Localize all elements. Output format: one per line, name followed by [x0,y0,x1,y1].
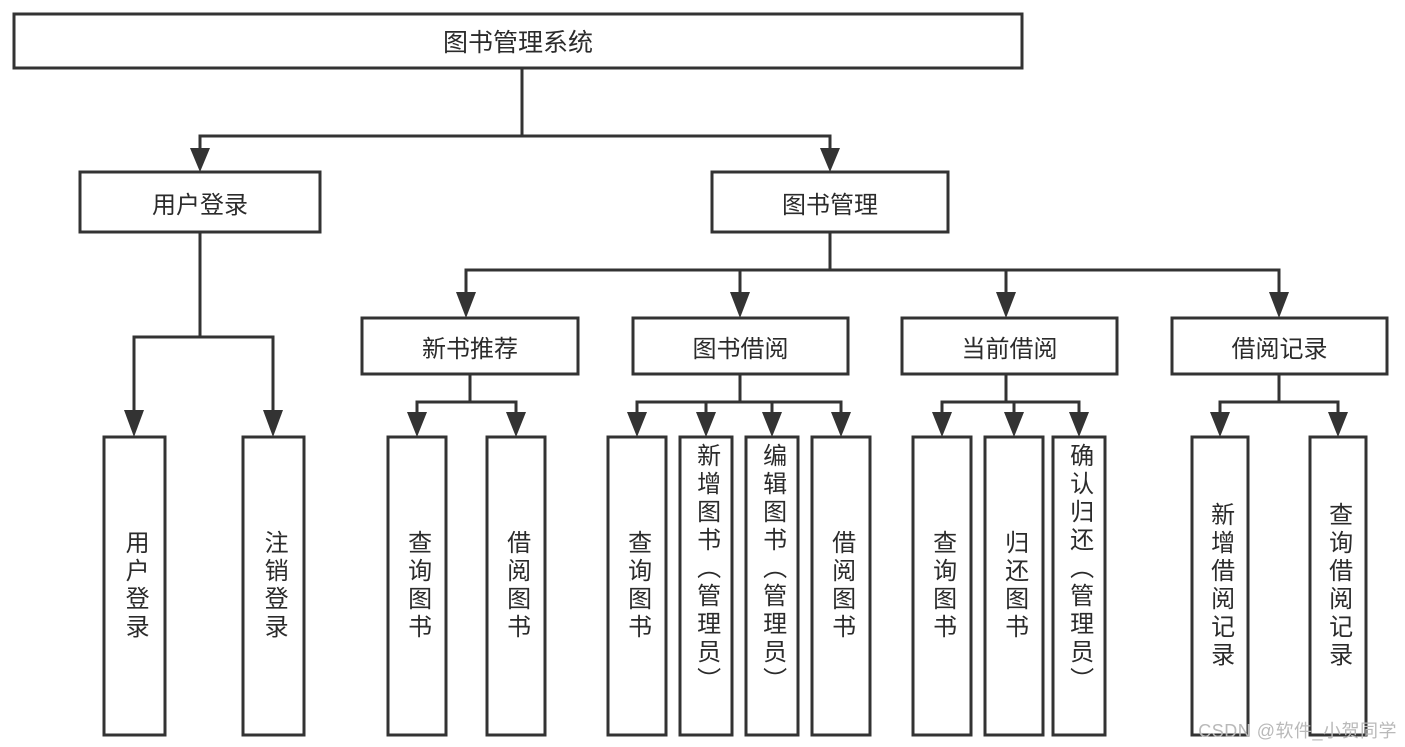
node-book-manage[interactable] [710,170,950,234]
arrowhead-current-borrow [996,292,1016,318]
arrowhead-leaf-add-book [696,412,716,437]
connector-group-borrow-record [1210,372,1348,437]
arrowhead-book-borrow [730,292,750,318]
node-leaf-borrow-book-1[interactable] [485,435,547,737]
node-leaf-query-book-1[interactable] [386,435,448,737]
node-leaf-user-login[interactable] [102,435,167,737]
connector-group-new-book-rec [407,372,526,437]
node-leaf-query-book-3[interactable] [911,435,973,737]
node-leaf-edit-book[interactable] [744,435,800,737]
arrowhead-leaf-user-login [124,410,144,437]
arrowhead-leaf-query-book-3 [932,412,952,437]
arrowhead-new-book-rec [456,292,476,318]
arrowhead-leaf-borrow-book-2 [831,412,851,437]
arrowhead-leaf-query-book-2 [627,412,647,437]
arrowhead-leaf-query-book-1 [407,412,427,437]
node-leaf-confirm-return[interactable] [1051,435,1107,737]
arrowhead-borrow-record [1269,292,1289,318]
arrowhead-book-manage [820,148,840,172]
node-leaf-add-record[interactable] [1190,435,1250,737]
node-new-book-rec[interactable] [360,316,580,376]
node-leaf-return-book[interactable] [983,435,1045,737]
node-book-borrow[interactable] [631,316,850,376]
node-leaf-borrow-book-2[interactable] [810,435,872,737]
node-leaf-query-record[interactable] [1308,435,1368,737]
connector-group-current-borrow [932,372,1089,437]
arrowhead-leaf-add-record [1210,412,1230,437]
connector-group-book-manage [456,230,1289,318]
node-user-login[interactable] [78,170,322,234]
arrowhead-leaf-query-record [1328,412,1348,437]
arrowhead-leaf-borrow-book-1 [506,412,526,437]
node-current-borrow[interactable] [900,316,1119,376]
node-leaf-query-book-2[interactable] [606,435,668,737]
arrowhead-leaf-edit-book [762,412,782,437]
arrowhead-user-login [190,148,210,172]
connector-group-user-login [124,230,283,437]
connector-group-root [190,66,840,172]
node-root[interactable] [12,12,1024,70]
node-leaf-add-book[interactable] [678,435,734,737]
connector-group-book-borrow [627,372,851,437]
csdn-watermark: CSDN @软件_小贺同学 [1198,721,1397,741]
arrowhead-leaf-confirm-return [1069,412,1089,437]
node-borrow-record[interactable] [1170,316,1389,376]
node-leaf-logout[interactable] [241,435,306,737]
arrowhead-leaf-return-book [1004,412,1024,437]
arrowhead-leaf-logout [263,410,283,437]
